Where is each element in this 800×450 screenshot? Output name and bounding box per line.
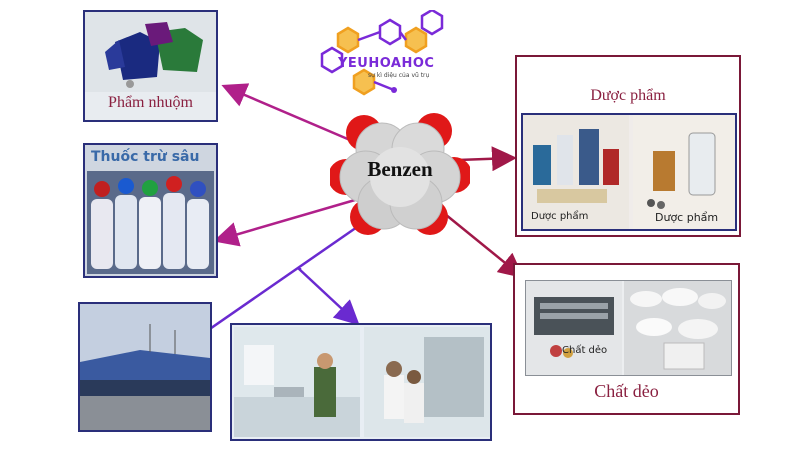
logo-tagline: sự kì diệu của vũ trụ: [368, 72, 430, 79]
pharma-photo-right: [633, 115, 735, 229]
factory-box: [78, 302, 212, 432]
dyes-photo: [85, 12, 216, 92]
pharma-photo-left: [523, 115, 629, 229]
pesticides-box: Thuốc trừ sâu: [83, 143, 218, 278]
lab-photo-right: [364, 327, 490, 437]
pharma-title: Dược phẩm: [590, 87, 666, 104]
pharma-caption-right: Dược phẩm: [655, 211, 719, 224]
plastics-title: Chất dẻo: [594, 381, 659, 401]
plastics-photo-left: [526, 281, 622, 375]
center-label: Benzen: [367, 157, 433, 181]
plastics-photos: Chất dẻo: [525, 280, 732, 376]
logo-graphic: [320, 10, 444, 96]
plastics-photo-right: [624, 281, 731, 375]
pesticides-photo: [87, 171, 214, 274]
dyes-label: Phẩm nhuộm: [108, 94, 193, 111]
benzene-molecule: [330, 113, 470, 235]
arrow-to-lab: [297, 267, 360, 326]
plastics-box: Chất dẻo Chất dẻo: [513, 263, 740, 415]
pharma-photos: Dược phẩm Dược phẩm: [521, 113, 737, 231]
lab-photo-left: [234, 327, 360, 437]
pharma-caption-left: Dược phẩm: [531, 211, 589, 222]
pesticides-label: Thuốc trừ sâu: [91, 149, 200, 165]
plastics-inner-caption: Chất dẻo: [562, 345, 608, 356]
dyes-box: Phẩm nhuộm: [83, 10, 218, 122]
factory-photo: [80, 304, 210, 430]
pharma-box: Dược phẩm Dược phẩm Dược phẩm: [515, 55, 741, 237]
logo-name: YEUHOAHOC: [338, 56, 435, 71]
lab-box: [230, 323, 492, 441]
